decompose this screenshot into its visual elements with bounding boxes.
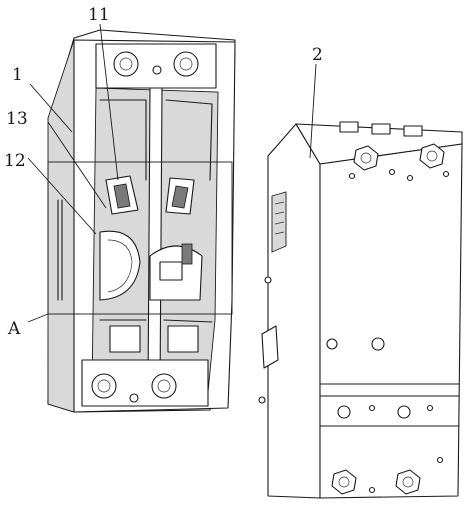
rivet bbox=[426, 404, 434, 412]
bottom-terminal-right bbox=[151, 373, 177, 399]
rivet bbox=[406, 174, 414, 182]
bottom-terminal-left-inner bbox=[97, 379, 111, 393]
arc-chamber-left bbox=[99, 230, 141, 301]
detail-frame-A bbox=[47, 161, 233, 315]
band-hole-left bbox=[337, 405, 351, 419]
contact-arm-left-slot bbox=[113, 183, 131, 209]
lower-contact-right bbox=[167, 325, 199, 353]
bottom-terminal-left bbox=[91, 373, 117, 399]
cover-side-face bbox=[267, 123, 321, 499]
lower-bolt-left-inner bbox=[338, 476, 350, 488]
rivet bbox=[388, 168, 396, 176]
lower-bolt-right bbox=[395, 469, 421, 495]
contact-arm-right-slot bbox=[171, 185, 189, 209]
bottom-terminal-right-inner bbox=[157, 379, 171, 393]
leader-A bbox=[27, 313, 49, 323]
lower-bolt-left bbox=[331, 469, 357, 495]
arc-chamber-left-inner bbox=[107, 239, 133, 293]
upper-bolt-right bbox=[419, 143, 445, 169]
lower-contact-left bbox=[109, 325, 141, 353]
label-12: 12 bbox=[4, 151, 26, 171]
leader-1 bbox=[29, 83, 73, 133]
leader-12 bbox=[27, 157, 97, 235]
rivet bbox=[442, 170, 450, 178]
label-13: 13 bbox=[6, 109, 28, 129]
rivet bbox=[368, 486, 376, 494]
side-vent-grid bbox=[271, 191, 287, 253]
top-tab-left bbox=[339, 121, 359, 133]
rib-lower-right bbox=[163, 319, 213, 323]
rib-upper-left bbox=[99, 99, 147, 181]
mid-hole-right bbox=[371, 337, 385, 351]
center-divider bbox=[147, 87, 163, 393]
rivet bbox=[436, 456, 444, 464]
vent-line bbox=[274, 231, 285, 235]
label-A: A bbox=[7, 319, 21, 339]
top-terminal-right bbox=[173, 51, 199, 77]
base-housing bbox=[47, 29, 236, 413]
upper-bolt-left-inner bbox=[360, 152, 372, 164]
vent-line bbox=[274, 211, 285, 215]
cover-front-face bbox=[319, 143, 463, 499]
leader-2 bbox=[309, 63, 317, 159]
top-terminal-left bbox=[113, 51, 139, 77]
leader-13 bbox=[47, 121, 107, 209]
mechanism-block bbox=[159, 261, 183, 281]
top-terminal-right-inner bbox=[179, 57, 193, 71]
leader-11 bbox=[99, 23, 119, 181]
band-hole-right bbox=[397, 405, 411, 419]
side-clip bbox=[261, 325, 279, 369]
top-center-screw bbox=[152, 65, 162, 75]
bottom-center-screw bbox=[129, 393, 139, 403]
lower-bolt-right-inner bbox=[402, 476, 414, 488]
upper-bolt-left bbox=[353, 145, 379, 171]
rivet bbox=[368, 404, 376, 412]
vent-line bbox=[274, 221, 285, 225]
side-pin bbox=[264, 276, 272, 284]
side-pin bbox=[258, 396, 266, 404]
upper-bolt-right-inner bbox=[426, 150, 438, 162]
label-1: 1 bbox=[12, 65, 23, 85]
base-side-face bbox=[47, 39, 75, 413]
cover-housing bbox=[258, 121, 463, 499]
vent-line bbox=[274, 201, 285, 205]
top-tab-mid bbox=[371, 123, 391, 135]
rib-upper-right bbox=[165, 99, 213, 181]
label-11: 11 bbox=[88, 5, 110, 25]
top-terminal-left-inner bbox=[119, 57, 133, 71]
mechanism-latch bbox=[181, 243, 193, 265]
mid-hole-left bbox=[326, 338, 338, 350]
rivet bbox=[348, 172, 356, 180]
label-2: 2 bbox=[312, 45, 323, 65]
top-tab-right bbox=[403, 125, 423, 137]
